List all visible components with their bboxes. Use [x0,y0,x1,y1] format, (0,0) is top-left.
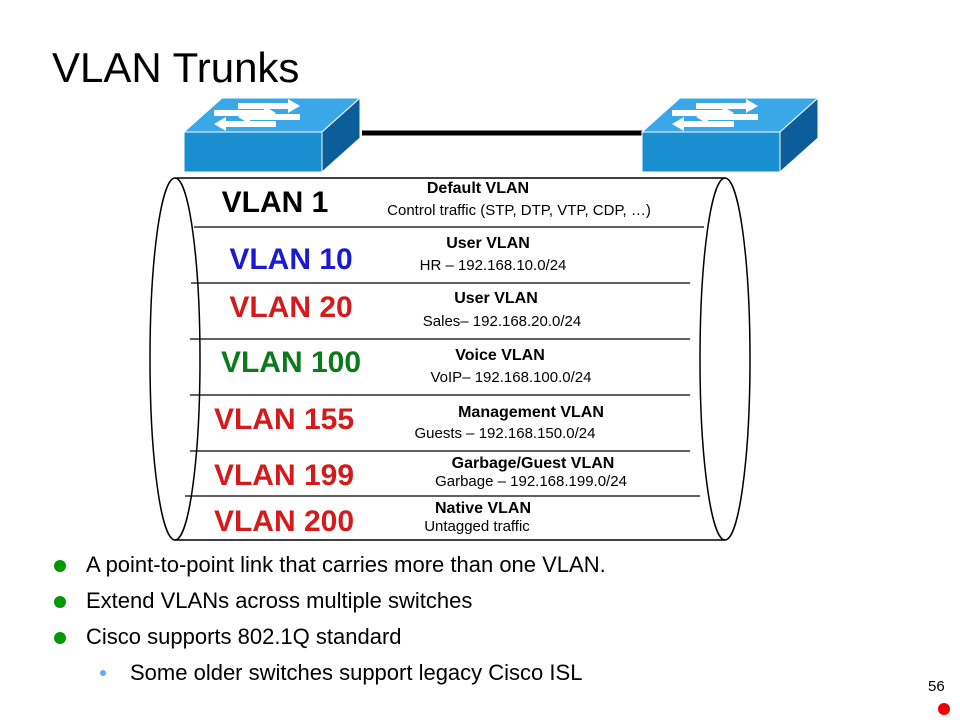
vlan-desc-label: HR – 192.168.10.0/24 [419,257,567,274]
red-dot-icon [938,703,950,715]
sub-bullet-dot-icon [100,670,106,676]
vlan-type-label: User VLAN [454,290,538,307]
bullet-dot-icon [54,596,66,608]
bullet-text: Extend VLANs across multiple switches [86,588,473,613]
vlan-id-label: VLAN 200 [213,505,355,538]
vlan-desc-label: Sales– 192.168.20.0/24 [422,313,582,330]
bullet-list: A point-to-point link that carries more … [52,552,606,686]
vlan-id-label: VLAN 155 [213,403,355,436]
vlan-id-label: VLAN 10 [229,243,353,276]
vlan-desc-label: Garbage – 192.168.199.0/24 [435,473,627,490]
bullet-text: Cisco supports 802.1Q standard [86,624,402,649]
vlan-type-label: Management VLAN [458,404,604,421]
vlan-type-label: Native VLAN [434,500,532,517]
vlan-type-label: User VLAN [446,235,530,252]
slide-title: VLAN Trunks [52,44,300,91]
vlan-id-label: VLAN 100 [220,346,362,379]
bullet-item: Extend VLANs across multiple switches [52,588,606,614]
page-number: 56 [928,678,945,695]
vlan-desc-label: VoIP– 192.168.100.0/24 [430,369,592,386]
bullet-dot-icon [54,560,66,572]
vlan-desc-label: Control traffic (STP, DTP, VTP, CDP, …) [387,202,651,219]
left-switch-icon [182,96,362,174]
vlan-desc-label: Untagged traffic [424,518,530,535]
bullet-item: A point-to-point link that carries more … [52,552,606,578]
bullet-item: Cisco supports 802.1Q standard [52,624,606,650]
trunk-cylinder [149,177,751,541]
vlan-id-label: VLAN 199 [213,459,355,492]
vlan-type-label: Garbage/Guest VLAN [451,455,615,472]
sub-bullet-item: Some older switches support legacy Cisco… [52,660,606,686]
bullet-text: A point-to-point link that carries more … [86,552,606,577]
vlan-id-label: VLAN 1 [221,186,329,219]
vlan-desc-label: Guests – 192.168.150.0/24 [414,425,596,442]
right-switch-icon [640,96,820,174]
vlan-type-label: Voice VLAN [455,347,545,364]
vlan-type-label: Default VLAN [426,180,530,197]
bullet-dot-icon [54,632,66,644]
vlan-id-label: VLAN 20 [229,291,353,324]
lane-separators [185,226,704,497]
sub-bullet-text: Some older switches support legacy Cisco… [130,660,583,685]
